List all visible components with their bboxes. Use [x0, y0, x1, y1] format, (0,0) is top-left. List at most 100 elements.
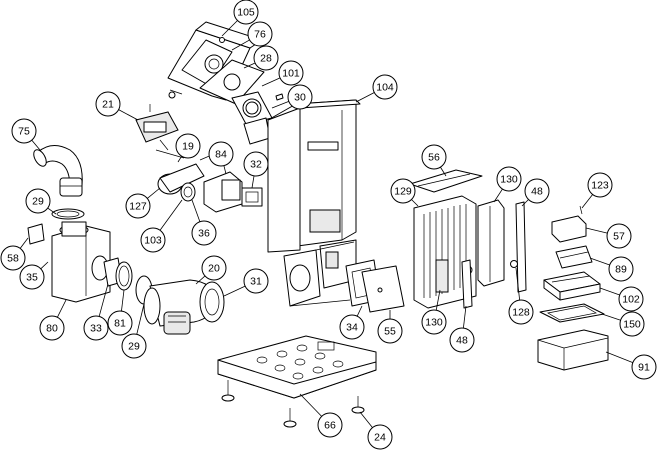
leader-line	[147, 187, 161, 199]
callout-bubble	[11, 118, 37, 144]
leader-line	[159, 199, 183, 231]
callout-c32: 32	[243, 151, 269, 189]
bracket-assembly-105-76-28	[167, 21, 265, 105]
callout-bubble	[243, 268, 269, 294]
leader-line	[589, 257, 610, 266]
callout-number: 105	[237, 7, 255, 19]
callout-bubble	[125, 193, 151, 219]
callout-number: 128	[512, 307, 530, 319]
leader-line	[231, 39, 250, 51]
callout-c80: 80	[39, 299, 67, 341]
callout-c128: 128	[508, 267, 534, 325]
callout-c130a: 130	[493, 166, 522, 203]
callout-c35: 35	[19, 261, 49, 290]
leader-line	[299, 393, 322, 417]
callout-bubble	[253, 45, 279, 71]
callout-c31: 31	[223, 268, 269, 297]
callout-number: 101	[282, 68, 300, 80]
callout-number: 24	[374, 432, 386, 444]
callout-number: 29	[128, 341, 140, 353]
callout-number: 29	[32, 196, 44, 208]
callout-bubble	[83, 315, 109, 341]
leader-line	[40, 261, 49, 270]
callout-bubble	[233, 0, 259, 25]
leader-line	[581, 194, 593, 209]
callout-c36: 36	[191, 199, 217, 246]
callout-c103: 103	[140, 199, 183, 253]
callout-number: 48	[456, 335, 468, 347]
callout-c102: 102	[599, 286, 644, 312]
leader-line	[136, 303, 145, 335]
leader-line	[251, 175, 255, 189]
callout-number: 55	[384, 326, 396, 338]
callout-bubble	[25, 188, 51, 214]
callout-number: 102	[622, 294, 640, 306]
callout-number: 35	[26, 272, 38, 284]
callout-bubble	[339, 314, 365, 340]
callout-c104: 104	[355, 74, 398, 103]
ring-29-upper	[51, 208, 85, 220]
callout-number: 66	[324, 420, 336, 432]
callout-number: 31	[250, 276, 262, 288]
callout-number: 80	[46, 323, 58, 335]
callout-number: 30	[294, 92, 306, 104]
leader-line	[599, 287, 620, 296]
callout-number: 75	[18, 126, 30, 138]
callout-number: 21	[102, 99, 114, 111]
callout-bubble	[619, 311, 645, 337]
leader-line	[223, 285, 246, 297]
leader-line	[31, 139, 41, 151]
callout-number: 57	[613, 231, 625, 243]
leader-line	[191, 199, 201, 222]
callout-bubble	[524, 178, 550, 204]
heat-exchanger-129-130	[413, 195, 505, 309]
callout-number: 28	[260, 53, 272, 65]
igniter-parts	[157, 153, 215, 202]
leader-line	[57, 299, 67, 318]
callout-bubble	[317, 412, 343, 438]
access-plates-34-55	[345, 259, 405, 313]
leader-line	[221, 20, 238, 37]
blower-20-31	[143, 279, 225, 335]
rails-48-128	[461, 201, 527, 309]
gasket-plate-30	[231, 91, 284, 145]
leader-line	[98, 283, 109, 317]
elbow-pipe-75	[33, 145, 83, 197]
callout-bubble	[121, 333, 147, 359]
leader-line	[440, 166, 447, 177]
callout-c150: 150	[601, 311, 645, 337]
callout-c91: 91	[605, 351, 657, 380]
callout-bubble	[140, 227, 166, 253]
callout-number: 91	[638, 362, 650, 374]
callout-number: 19	[182, 141, 194, 153]
flange-33-81	[103, 257, 153, 305]
flue-box-80	[27, 221, 111, 303]
pan-91	[537, 329, 609, 371]
callout-bubble	[95, 91, 121, 117]
callout-c81: 81	[107, 289, 133, 336]
leader-line	[493, 188, 503, 203]
callout-bubble	[390, 178, 416, 204]
callout-bubble	[608, 256, 634, 282]
callout-c89: 89	[589, 256, 634, 282]
callout-number: 127	[129, 201, 147, 213]
leader-line	[261, 77, 281, 87]
callout-number: 36	[198, 228, 210, 240]
callout-number: 123	[591, 180, 609, 192]
callout-c28: 28	[243, 45, 279, 71]
callout-bubble	[208, 141, 234, 167]
callout-bubble	[508, 299, 534, 325]
leader-line	[195, 275, 206, 285]
callout-number: 130	[425, 317, 443, 329]
callout-bubble	[496, 166, 522, 192]
callout-bubble	[191, 220, 217, 246]
callout-c57: 57	[585, 223, 632, 249]
callout-bubble	[19, 264, 45, 290]
callout-c101: 101	[261, 60, 304, 87]
callout-c34: 34	[339, 305, 365, 340]
callout-number: 20	[208, 263, 220, 275]
sight-glass-84-32	[203, 171, 263, 213]
callout-bubble	[175, 133, 201, 159]
